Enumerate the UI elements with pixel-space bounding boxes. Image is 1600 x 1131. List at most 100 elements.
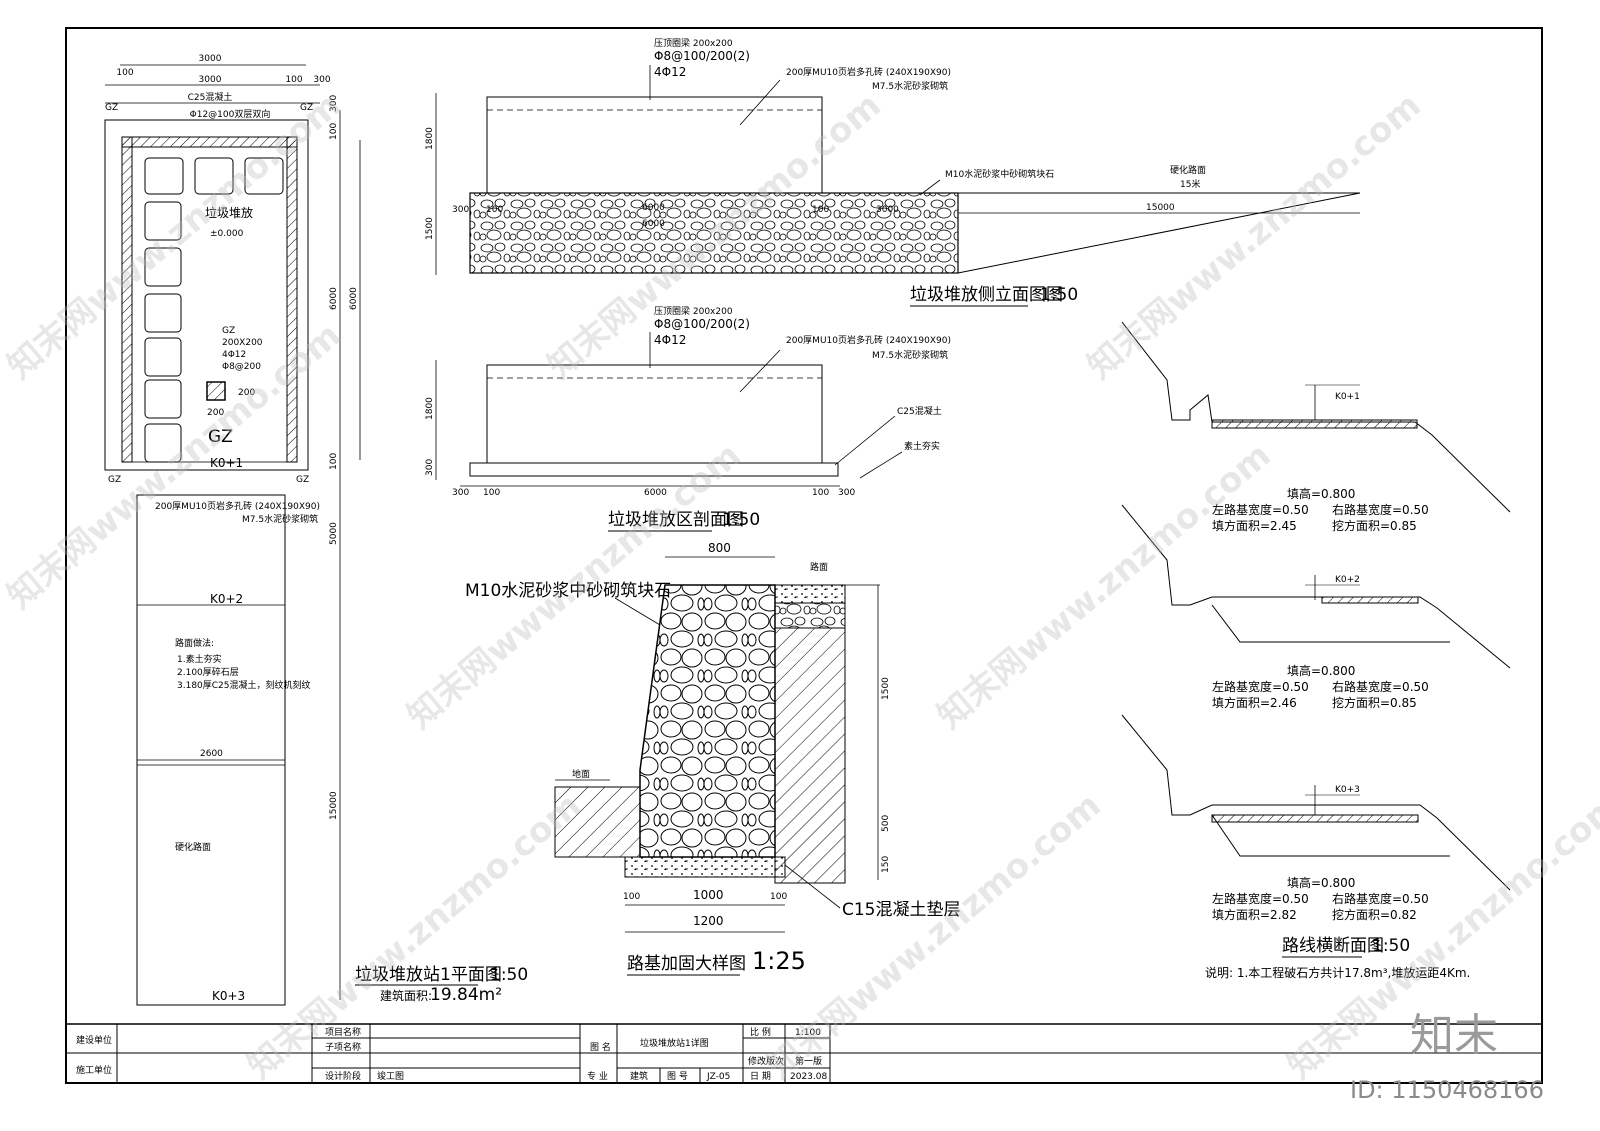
tb-ratio-val: 1:100 [795,1028,821,1038]
tb-fig-no: 图 号 [667,1071,688,1082]
tb-rev-val: 第一版 [795,1055,822,1067]
plan-wall-note: 200厚MU10页岩多孔砖 (240X190X90) [155,500,320,512]
plan-dim-300: 300 [313,75,330,85]
tb-stage: 设计阶段 [325,1070,361,1082]
cross-rw-1: 右路基宽度=0.50 [1332,502,1429,517]
sec-rebar2: 4Φ12 [654,333,686,347]
sec-dim-300b: 300 [838,488,855,498]
plan-dim-3000b: 3000 [199,75,222,85]
tb-fig-val: 垃圾堆放站1详图 [640,1037,709,1049]
detail-view: 800 路面 M10水泥砂浆中砂砌筑块石 地面 1500 500 150 100… [465,541,961,976]
cross-ca-3: 挖方面积=0.82 [1332,907,1417,922]
elev-dim-3000: 3000 [876,205,899,215]
elev-stone: M10水泥砂浆中砂砌筑块石 [945,168,1054,180]
elev-dim-100: 100 [486,205,503,215]
elev-dim-6000a: 6000 [642,203,665,213]
det-stone: M10水泥砂浆中砂砌筑块石 [465,581,671,601]
cross-fa-3: 填方面积=2.82 [1212,907,1297,922]
plan-scale: 1:50 [490,965,528,985]
plan-col-dim-b: 200 [238,388,255,398]
elev-dim-1800: 1800 [425,127,435,150]
tb-build-unit: 建设单位 [76,1034,112,1046]
plan-hard-road: 硬化路面 [175,841,211,853]
sec-wall: 200厚MU10页岩多孔砖 (240X190X90) [786,334,951,346]
plan-dim-100b: 100 [285,75,302,85]
tb-const-unit: 施工单位 [76,1064,112,1076]
section-view: 压顶圈梁 200x200 Φ8@100/200(2) 4Φ12 200厚MU10… [425,305,951,532]
plan-view: 3000 100 3000 100 300 C25混凝土 Φ12@100双层双向… [104,54,528,1006]
elev-rebar2: 4Φ12 [654,65,686,79]
tb-ratio: 比 例 [750,1026,771,1038]
cross-fa-1: 填方面积=2.45 [1212,518,1297,533]
plan-gz-bl: GZ [108,475,121,485]
sec-dim-6000: 6000 [644,488,667,498]
tb-fig-name: 图 名 [590,1041,611,1053]
title-block [65,1023,1543,1084]
side-elevation: 压顶圈梁 200x200 Φ8@100/200(2) 4Φ12 200厚MU10… [425,37,1361,307]
sec-dim-100a: 100 [483,488,500,498]
plan-gz-tl: GZ [105,103,118,113]
plan-gz-tr: GZ [300,103,313,113]
det-dim-1000: 1000 [693,888,724,902]
tb-major: 专 业 [587,1070,608,1082]
elev-rebar1: Φ8@100/200(2) [654,49,750,63]
plan-col-gz: GZ [222,326,235,336]
det-road: 路面 [810,561,828,573]
plan-k02: K0+2 [210,592,243,606]
plan-col-dim-a: 200 [207,408,224,418]
tb-sub-name: 子项名称 [325,1041,361,1053]
det-dim-100b: 100 [770,892,787,902]
plan-col-size: 200X200 [222,338,263,348]
tb-date-val: 2023.08 [790,1072,827,1082]
plan-title: 垃圾堆放站1平面图 [355,965,502,985]
tb-rev: 修改版次 [748,1055,784,1067]
plan-road-note2: 2.100厚碎石层 [177,666,239,678]
sec-dim-300: 300 [425,459,435,476]
cross-fa-2: 填方面积=2.46 [1212,695,1297,710]
watermark-7: 知末网www.znzmo.com [240,785,589,1087]
cross-fillh-1: 填高=0.800 [1287,486,1355,501]
sec-dim-100b: 100 [812,488,829,498]
det-dim-1500: 1500 [881,677,891,700]
sec-title: 垃圾堆放区剖面图 [608,510,744,530]
plan-area-value: 19.84m² [430,985,502,1005]
plan-rebar: Φ12@100双层双向 [190,108,271,120]
cross-lw-1: 左路基宽度=0.50 [1212,502,1309,517]
cross-ca-2: 挖方面积=0.85 [1332,695,1417,710]
plan-side-15000: 15000 [329,791,339,820]
elev-dim-100b: 100 [812,205,829,215]
tb-proj-name: 项目名称 [325,1026,361,1038]
plan-gz-br: GZ [296,475,309,485]
plan-wall-note2: M7.5水泥砂浆砌筑 [242,513,318,525]
plan-c25: C25混凝土 [188,91,233,103]
cross-sections: K0+1 填高=0.800 左路基宽度=0.50 右路基宽度=0.50 填方面积… [1121,321,1511,980]
elev-dim-15000: 15000 [1146,203,1175,213]
cross-k03: K0+3 [1335,785,1360,795]
bins [144,157,284,463]
elev-dim-6000b: 6000 [642,219,665,229]
tb-major-val: 建筑 [630,1070,648,1082]
elev-scale: 1:50 [1040,285,1078,305]
elev-title: 垃圾堆放侧立面图图 [910,285,1063,305]
cross-fillh-2: 填高=0.800 [1287,663,1355,678]
cross-k01: K0+1 [1335,392,1360,402]
cross-fillh-3: 填高=0.800 [1287,875,1355,890]
elev-dim-1500: 1500 [425,217,435,240]
cross-lw-3: 左路基宽度=0.50 [1212,891,1309,906]
elev-wall: 200厚MU10页岩多孔砖 (240X190X90) [786,66,951,78]
tb-stage-val: 竣工图 [377,1070,404,1082]
watermark-3: 知末网www.znzmo.com [1080,85,1429,387]
cross-ca-1: 挖方面积=0.85 [1332,518,1417,533]
plan-side-300: 300 [329,95,339,112]
det-dim-100a: 100 [623,892,640,902]
det-title: 路基加固大样图 [627,954,746,974]
plan-k01: K0+1 [210,456,243,470]
elev-hard-len: 15米 [1180,178,1200,190]
plan-side-100b: 100 [329,453,339,470]
plan-side-6000a: 6000 [329,287,339,310]
plan-area-prefix: 建筑面积: [380,988,432,1003]
tb-date: 日 期 [750,1071,771,1082]
plan-dim-100a: 100 [116,68,133,78]
sec-dim-1800: 1800 [425,397,435,420]
